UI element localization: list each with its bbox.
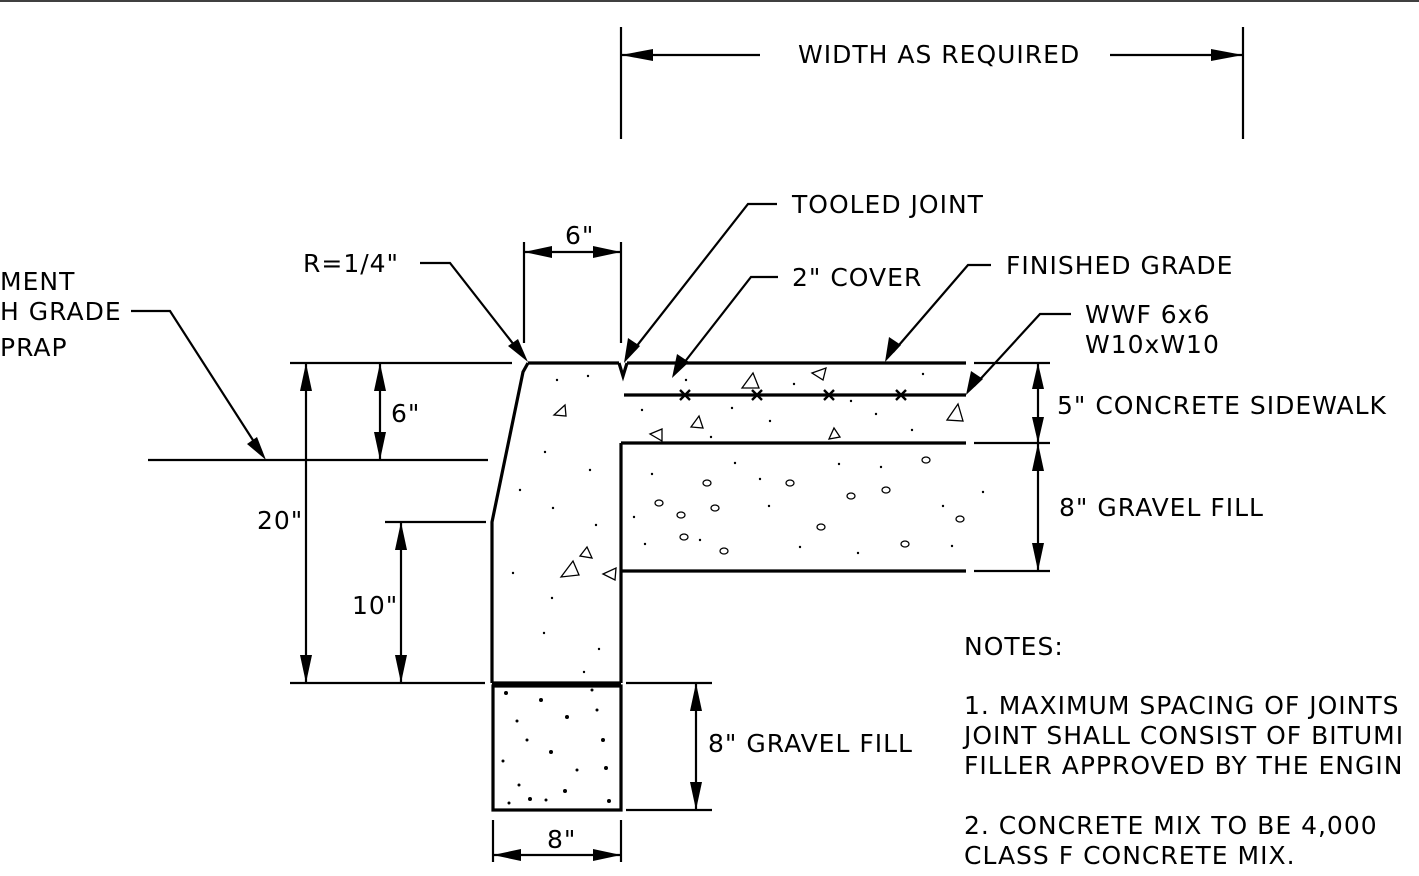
aggregate-mark (827, 426, 842, 440)
curb-width-dimension: 6" (522, 221, 623, 343)
wwf-x-marks (679, 389, 907, 401)
note-1-line-2: JOINT SHALL CONSIST OF BITUMI (962, 721, 1404, 750)
embankment-leader (131, 309, 259, 449)
aggregate-mark (945, 402, 964, 422)
radius-callout: R=1/4" (303, 249, 528, 362)
tooled-joint-notch (617, 362, 629, 382)
arrow (690, 782, 702, 810)
wwf-mark (679, 389, 691, 401)
embankment-label-line3: PRAP (0, 333, 68, 362)
curb-face (490, 362, 530, 683)
tooled-joint-label: TOOLED JOINT (791, 190, 984, 219)
cover-arrow (672, 354, 689, 378)
wwf-leader (973, 312, 1071, 387)
width-arrow-right (1211, 49, 1243, 61)
gravel-fill-right-label: 8" GRAVEL FILL (1059, 493, 1264, 522)
tooled-joint-leader (631, 202, 777, 353)
aggregate-mark (810, 366, 827, 382)
arrow (300, 363, 312, 391)
gravel-fill-bottom-label: 8" GRAVEL FILL (708, 729, 913, 758)
concrete-hatch (511, 366, 964, 674)
note-2-line-1: 2. CONCRETE MIX TO BE 4,000 (964, 811, 1378, 840)
height-20-label: 20" (257, 506, 303, 535)
arrow (690, 683, 702, 711)
arrow (524, 246, 552, 258)
arrow (1032, 417, 1044, 443)
cover-label: 2" COVER (792, 263, 922, 292)
arrow (395, 655, 407, 683)
aggregate-mark (689, 414, 704, 429)
width-dimension: WIDTH AS REQUIRED (619, 27, 1245, 139)
embankment-label-line1: MENT (0, 267, 75, 296)
footing-dimensions: 8" GRAVEL FILL 8" (491, 681, 913, 862)
arrow (1032, 363, 1044, 389)
wwf-label-line1: WWF 6x6 (1085, 300, 1210, 329)
finished-grade-callout: FINISHED GRADE (885, 251, 1233, 362)
tooled-joint-callout: TOOLED JOINT (624, 190, 984, 363)
aggregate-mark (578, 545, 594, 559)
wwf-arrow (966, 371, 983, 395)
note-1-line-3: FILLER APPROVED BY THE ENGIN (964, 751, 1403, 780)
right-dimensions: 5" CONCRETE SIDEWALK 8" GRAVEL FILL (974, 361, 1387, 573)
finished-grade-label: FINISHED GRADE (1006, 251, 1233, 280)
footing-width-label: 8" (547, 825, 576, 854)
wwf-mark (751, 389, 763, 401)
aggregate-mark (559, 559, 580, 578)
wwf-mark (823, 389, 835, 401)
aggregate-mark (648, 428, 663, 443)
arrow (374, 363, 386, 391)
sidewalk-label: 5" CONCRETE SIDEWALK (1057, 391, 1387, 420)
cover-callout: 2" COVER (672, 263, 922, 378)
curb-width-label: 6" (565, 221, 594, 250)
gravel-fill-bottom (491, 684, 623, 812)
radius-arrow (508, 339, 528, 362)
width-arrow-left (621, 49, 653, 61)
reveal-6-label: 6" (391, 399, 420, 428)
gravel-footing-box (491, 684, 623, 812)
tooled-joint-arrow (624, 338, 640, 363)
finished-grade-arrow (885, 337, 901, 362)
aggregate-mark (740, 371, 760, 389)
arrow (493, 849, 521, 861)
arrow (593, 849, 621, 861)
height-dimensions: 20" 6" 10" (257, 361, 512, 685)
arrow (1032, 443, 1044, 471)
aggregate-mark (601, 566, 617, 582)
width-label: WIDTH AS REQUIRED (798, 40, 1080, 69)
embankment-label-line2: H GRADE (0, 297, 122, 326)
arrow (374, 432, 386, 460)
concrete-outline (490, 361, 966, 685)
gravel-fill-right-hatch (621, 456, 985, 573)
arrow (1032, 543, 1044, 571)
height-10-label: 10" (352, 591, 398, 620)
notes-heading: NOTES: (964, 632, 1064, 661)
aggregate-mark (552, 403, 567, 417)
note-2-line-2: CLASS F CONCRETE MIX. (964, 841, 1296, 870)
wwf-callout: WWF 6x6 W10xW10 (966, 300, 1220, 395)
arrow (593, 246, 621, 258)
wwf-mark (895, 389, 907, 401)
radius-leader (420, 261, 519, 351)
arrow (395, 522, 407, 550)
radius-label: R=1/4" (303, 249, 399, 278)
finished-grade-leader (892, 263, 991, 353)
embankment-callout: MENT H GRADE PRAP (0, 267, 488, 462)
embankment-arrow (247, 437, 266, 460)
wwf-label-line2: W10xW10 (1085, 330, 1220, 359)
cover-leader (679, 275, 778, 369)
arrow (300, 655, 312, 683)
notes-block: NOTES: 1. MAXIMUM SPACING OF JOINTS JOIN… (962, 632, 1404, 870)
note-1-line-1: 1. MAXIMUM SPACING OF JOINTS (964, 691, 1399, 720)
